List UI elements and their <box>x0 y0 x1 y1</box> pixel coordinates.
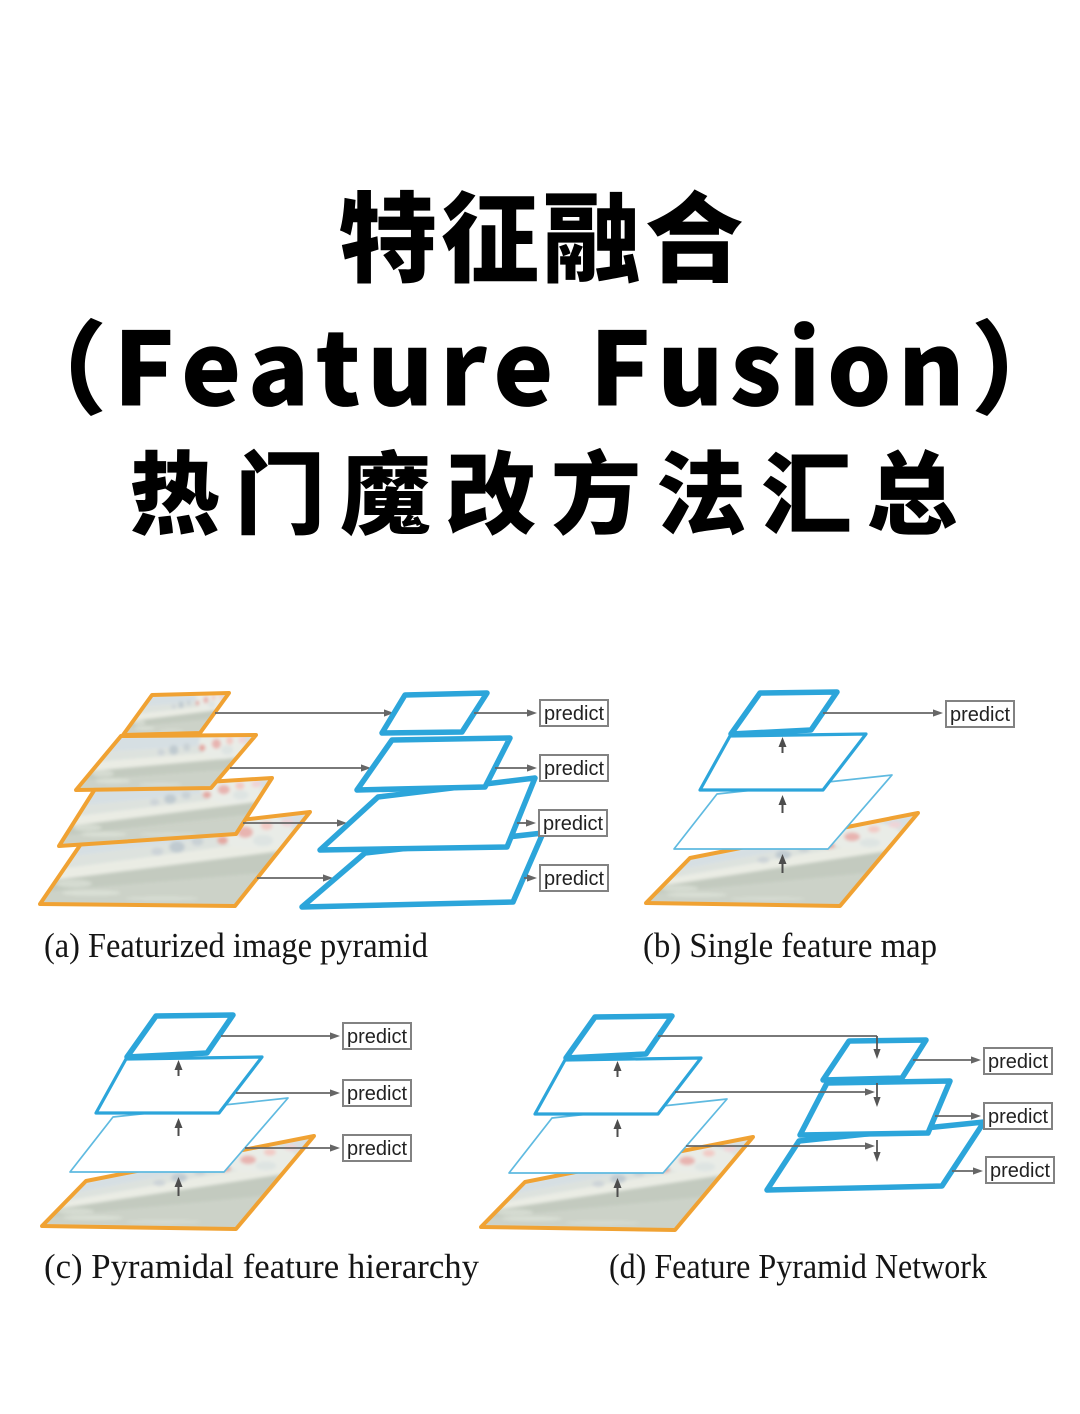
svg-text:predict: predict <box>544 703 604 725</box>
svg-text:predict: predict <box>950 704 1010 726</box>
svg-text:predict: predict <box>347 1026 407 1048</box>
svg-text:predict: predict <box>543 813 603 835</box>
svg-text:predict: predict <box>988 1051 1048 1073</box>
svg-text:predict: predict <box>544 758 604 780</box>
svg-text:(b) Single feature map: (b) Single feature map <box>643 926 937 965</box>
svg-text:(d) Feature Pyramid Network: (d) Feature Pyramid Network <box>609 1247 987 1286</box>
svg-text:predict: predict <box>347 1083 407 1105</box>
svg-text:(a) Featurized image pyramid: (a) Featurized image pyramid <box>44 926 428 965</box>
svg-text:predict: predict <box>990 1160 1050 1182</box>
svg-text:(c) Pyramidal feature hierarch: (c) Pyramidal feature hierarchy <box>44 1247 479 1286</box>
svg-text:predict: predict <box>544 868 604 890</box>
svg-text:predict: predict <box>347 1138 407 1160</box>
svg-text:predict: predict <box>988 1106 1048 1128</box>
